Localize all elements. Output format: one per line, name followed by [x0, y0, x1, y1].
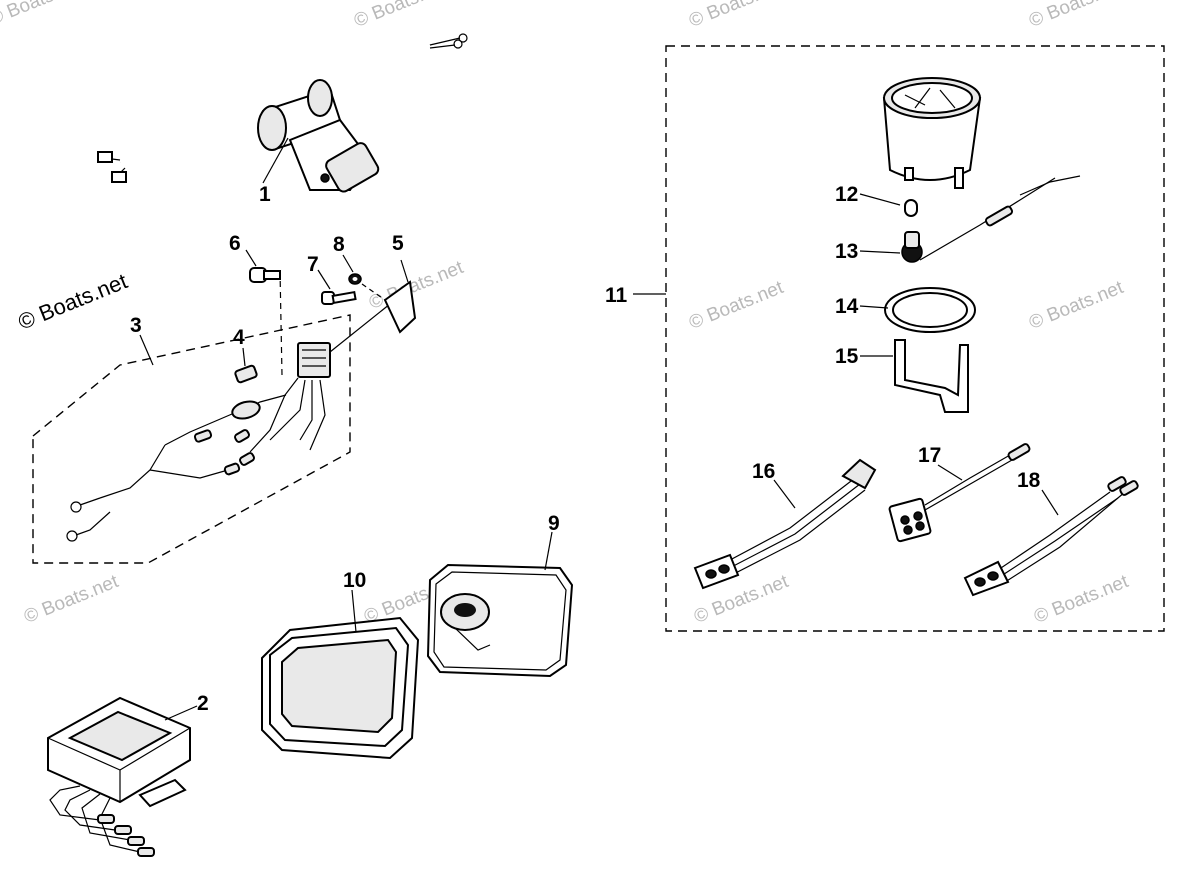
callout-11: 11 [605, 284, 628, 307]
callout-1: 1 [259, 183, 271, 206]
callout-5: 5 [392, 232, 404, 255]
watermark-faint: © Boats.net [1031, 571, 1132, 628]
part-2-module: 2 [47, 692, 209, 857]
callout-10: 10 [343, 569, 366, 592]
callout-4: 4 [233, 326, 245, 349]
watermark-faint: © Boats.net [351, 0, 452, 32]
callout-8: 8 [333, 233, 345, 256]
callout-17: 17 [918, 444, 941, 467]
callout-15: 15 [835, 345, 859, 368]
callout-9: 9 [548, 512, 560, 535]
watermark-faint: © Boats.net [0, 0, 87, 30]
callout-16: 16 [752, 460, 775, 483]
callout-3: 3 [130, 314, 142, 337]
callout-13: 13 [835, 240, 858, 263]
callout-18: 18 [1017, 469, 1041, 492]
part-3-group: 3 4 [32, 269, 396, 564]
watermark-faint: © Boats.net [1026, 277, 1127, 334]
watermark-faint: © Boats.net [686, 277, 787, 334]
callout-12: 12 [835, 183, 858, 206]
callout-14: 14 [835, 295, 859, 318]
watermark-faint: © Boats.net [366, 257, 467, 314]
part-9-cover: 9 [426, 512, 574, 678]
callout-7: 7 [307, 253, 319, 276]
part-1-switch-harness: 1 [97, 33, 468, 206]
callout-6: 6 [229, 232, 241, 255]
watermark-faint: © Boats.net [21, 571, 122, 628]
callout-2: 2 [197, 692, 209, 715]
watermark-faint: © Boats.net [1026, 0, 1127, 32]
part-10-gasket: 10 [261, 569, 420, 760]
watermark-faint: © Boats.net [686, 0, 787, 32]
watermark-main: © Boats.net [15, 268, 131, 334]
parts-5-8: 6 7 8 5 [229, 232, 417, 334]
part-11-kit: 11 12 13 14 15 [605, 45, 1165, 632]
